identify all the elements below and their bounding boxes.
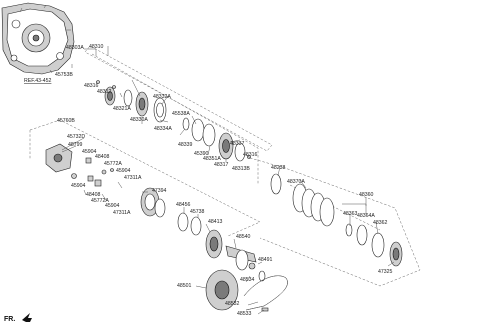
label-45904-a: 45904 (82, 149, 97, 155)
label-47311A-a: 47311A (124, 175, 142, 181)
label-48363: 48363 (343, 211, 358, 217)
label-48799: 48799 (68, 142, 83, 148)
label-48456: 48456 (176, 202, 191, 208)
label-45904-b: 45904 (116, 168, 131, 174)
label-48360: 48360 (359, 192, 374, 198)
front-label: FR. (4, 316, 15, 323)
label-48312: 48312 (97, 89, 112, 95)
label-48540: 48540 (236, 234, 251, 240)
label-48303A: 48303A (66, 45, 84, 51)
drive-chain (243, 275, 288, 312)
right-clutch-pack (270, 173, 403, 267)
label-48413: 48413 (208, 219, 223, 225)
label-48332A: 48332A (153, 94, 171, 100)
label-45904-c: 45904 (71, 183, 86, 189)
label-48408-a: 48408 (95, 154, 110, 160)
label-48321A: 48321A (113, 106, 131, 112)
leader-lines (61, 46, 395, 315)
label-48533: 48533 (237, 311, 252, 317)
label-48316: 48316 (84, 83, 99, 89)
label-48534: 48534 (240, 277, 255, 283)
drive-gear-parts (177, 212, 266, 311)
label-48491: 48491 (258, 257, 273, 263)
gear-carrier-parts (45, 143, 166, 218)
label-48370A: 48370A (287, 179, 305, 185)
group-boundaries (29, 45, 421, 287)
front-direction-arrow (22, 313, 32, 322)
label-48501: 48501 (177, 283, 192, 289)
label-45772A-b: 45772A (91, 198, 109, 204)
label-47325: 47325 (378, 269, 393, 275)
label-48310: 48310 (89, 44, 104, 50)
label-45390: 45390 (194, 151, 209, 157)
label-45738: 45738 (190, 209, 205, 215)
label-45760B: 45760B (57, 118, 75, 124)
upper-clutch-assembly (96, 80, 251, 162)
label-48351A: 48351A (203, 156, 221, 162)
label-47394: 47394 (152, 188, 167, 194)
ref-label[interactable]: REF.43-452 (24, 78, 52, 84)
label-48313B: 48313B (232, 166, 250, 172)
label-45904-d: 45904 (105, 203, 120, 209)
label-45732D: 45732D (67, 134, 85, 140)
label-48337: 48337 (230, 141, 245, 147)
label-48408-b: 48408 (86, 192, 101, 198)
label-48238: 48238 (271, 165, 286, 171)
label-48334A: 48334A (154, 126, 172, 132)
label-48316-b: 48316 (243, 152, 258, 158)
label-45538A: 45538A (172, 111, 190, 117)
label-48362: 48362 (373, 220, 388, 226)
part-labels: 48303A 48310 45753B REF.43-452 48316 483… (4, 44, 393, 323)
label-48339: 48339 (178, 142, 193, 148)
label-48330A: 48330A (130, 117, 148, 123)
label-48532: 48532 (225, 301, 240, 307)
label-48364A: 48364A (357, 213, 375, 219)
label-47311A-b: 47311A (113, 210, 131, 216)
label-45772A-a: 45772A (104, 161, 122, 167)
label-45753B: 45753B (55, 72, 73, 78)
transmission-case (1, 2, 75, 75)
label-48317: 48317 (214, 162, 229, 168)
